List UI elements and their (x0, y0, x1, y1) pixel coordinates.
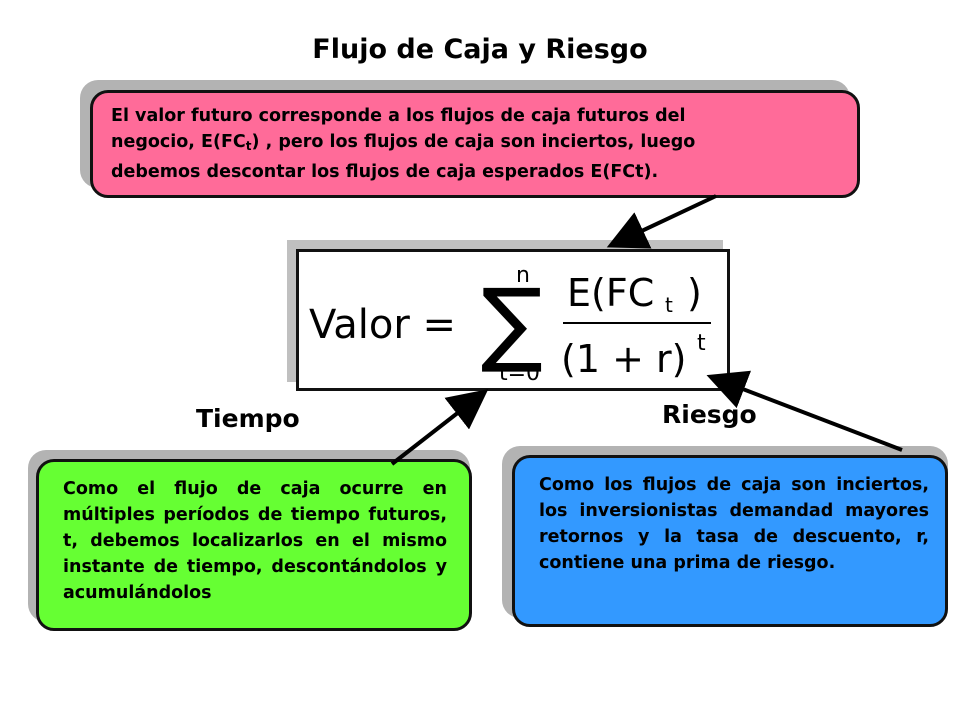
formula-sum-upper: n (516, 263, 530, 288)
formula-denominator-exp: t (697, 331, 706, 356)
formula-numerator-close: ) (687, 271, 702, 315)
valuation-formula: Valor = ∑ n t=0 E(FC t ) (1 + r) t (296, 249, 730, 391)
formula-denominator: (1 + r) (561, 337, 686, 381)
future-value-line-2-sub: t (245, 139, 252, 153)
future-value-line-2: negocio, E(FCt) , pero los flujos de caj… (111, 129, 839, 159)
formula-sum-lower: t=0 (499, 361, 540, 386)
future-value-note: El valor futuro corresponde a los flujos… (90, 90, 860, 198)
formula-lhs: Valor = (309, 302, 456, 348)
future-value-line-3: debemos descontar los flujos de caja esp… (111, 162, 659, 182)
arrow-riesgo-to-formula (706, 370, 903, 452)
sigma-icon: ∑ (481, 269, 543, 376)
riesgo-note: Como los flujos de caja son inciertos, l… (512, 455, 948, 627)
page-title: Flujo de Caja y Riesgo (312, 34, 648, 65)
future-value-line-2-a: negocio, E(FC (111, 132, 246, 152)
tiempo-note: Como el flujo de caja ocurre en múltiple… (36, 459, 472, 631)
formula-numerator: E(FC (567, 271, 654, 315)
formula-numerator-sub: t (665, 293, 673, 317)
label-tiempo: Tiempo (196, 404, 300, 433)
future-value-line-1: El valor futuro corresponde a los flujos… (111, 106, 686, 126)
arrow-top-to-formula (606, 194, 717, 249)
formula-svg: Valor = ∑ n t=0 E(FC t ) (1 + r) t (309, 263, 711, 386)
arrow-tiempo-to-formula (390, 389, 489, 466)
future-value-line-2-b: ) , pero los flujos de caja son incierto… (251, 132, 696, 152)
